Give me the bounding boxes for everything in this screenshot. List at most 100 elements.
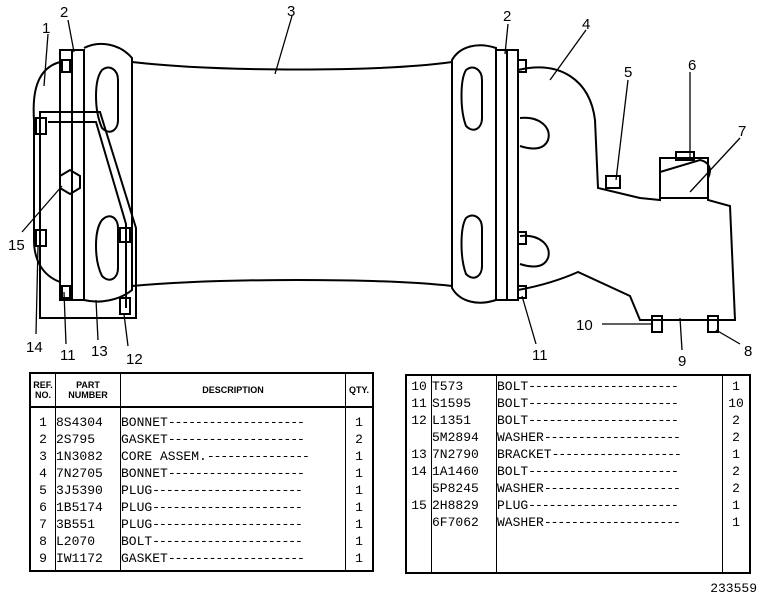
cell-ref: 7 [30,516,56,533]
cell-part-number: S1595 [431,395,497,412]
callout-15: 15 [8,237,25,254]
leader-lines [21,15,741,351]
cell-qty: 1 [355,483,363,498]
callout-11b: 11 [532,347,548,364]
cell-description: PLUG---------------------- [120,499,346,516]
callout-9: 9 [678,353,686,368]
cell-ref: 10 [406,375,432,395]
callout-10: 10 [576,317,593,334]
cell-ref: 5 [30,482,56,499]
header-part-number: PART NUMBER [55,373,121,408]
cell-description: PLUG---------------------- [120,516,346,533]
cell-part-number: 7N2705 [55,465,121,482]
support-bracket [39,111,137,319]
cell-description: BONNET-------------------- [120,465,346,482]
leader-dashes: -------------------- [543,430,681,445]
cell-description: BOLT---------------------- [496,412,723,429]
leader-dashes: ---------------------- [528,464,679,479]
leader-dashes: ---------------------- [528,379,679,394]
cell-part-number: L2070 [55,533,121,550]
cell-part-number: 5M2894 [431,429,497,446]
cell-qty: 1 [355,500,363,515]
outlet-boss [659,157,709,199]
callout-7: 7 [738,123,746,140]
cell-description: GASKET-------------------- [120,550,346,567]
cell-qty: 1 [355,415,363,430]
cell-ref: 14 [406,463,432,480]
cell-part-number: 1N3082 [55,448,121,465]
cell-description: WASHER-------------------- [496,480,723,497]
callout-2b: 2 [503,8,511,25]
callout-8: 8 [744,343,752,360]
cell-description: WASHER-------------------- [496,429,723,446]
leader-dashes: -------------------- [543,481,681,496]
header-ref: REF. NO. [30,373,56,408]
callout-6: 6 [688,57,696,74]
cell-part-number: L1351 [431,412,497,429]
cell-ref: 8 [30,533,56,550]
cell-ref [406,480,432,497]
cell-part-number: 5P8245 [431,480,497,497]
callout-4: 4 [582,16,590,33]
callout-1: 1 [42,20,50,37]
cell-ref: 11 [406,395,432,412]
cell-part-number: 3B551 [55,516,121,533]
drain-plug [59,168,81,196]
leader-dashes: -------------------- [167,415,305,430]
cell-ref: 4 [30,465,56,482]
cell-description: PLUG---------------------- [120,482,346,499]
cell-ref: 15 [406,497,432,514]
cell-part-number: 8S4304 [55,407,121,431]
cell-qty: 2 [355,432,363,447]
callout-5: 5 [624,64,632,81]
cell-part-number: 1A1460 [431,463,497,480]
leader-dashes: ---------------------- [152,534,303,549]
cell-description: BOLT---------------------- [496,463,723,480]
cell-part-number: 6F7062 [431,514,497,531]
cell-qty: 2 [732,481,740,496]
cell-description: GASKET-------------------- [120,431,346,448]
cell-qty: 2 [732,464,740,479]
cell-description: BOLT---------------------- [120,533,346,550]
callout-13: 13 [91,343,108,360]
right-core-tank [451,44,497,304]
leader-dashes: -------------------- [167,432,305,447]
callout-14: 14 [26,339,43,356]
cell-ref: 13 [406,446,432,463]
leader-dashes: ---------------------- [152,500,303,515]
cell-qty: 1 [732,515,740,530]
cell-ref: 3 [30,448,56,465]
cell-description: BONNET-------------------- [120,407,346,431]
cell-ref: 6 [30,499,56,516]
cell-qty: 1 [355,449,363,464]
cell-part-number: 2S795 [55,431,121,448]
cell-qty: 1 [355,551,363,566]
cell-description: BOLT---------------------- [496,395,723,412]
leader-dashes: ---------------------- [528,396,679,411]
cell-description: BRACKET------------------- [496,446,723,463]
cell-qty: 1 [355,534,363,549]
table-filler-row [406,531,750,573]
leader-dashes: ---------------------- [528,498,679,513]
cell-part-number: 2H8829 [431,497,497,514]
cell-ref [406,514,432,531]
left-core-tank [83,42,133,303]
header-description: DESCRIPTION [120,373,346,408]
cell-qty: 1 [355,517,363,532]
leader-dashes: -------------------- [167,551,305,566]
table-filler-row [30,567,373,571]
cell-qty: 1 [355,466,363,481]
cell-ref: 12 [406,412,432,429]
